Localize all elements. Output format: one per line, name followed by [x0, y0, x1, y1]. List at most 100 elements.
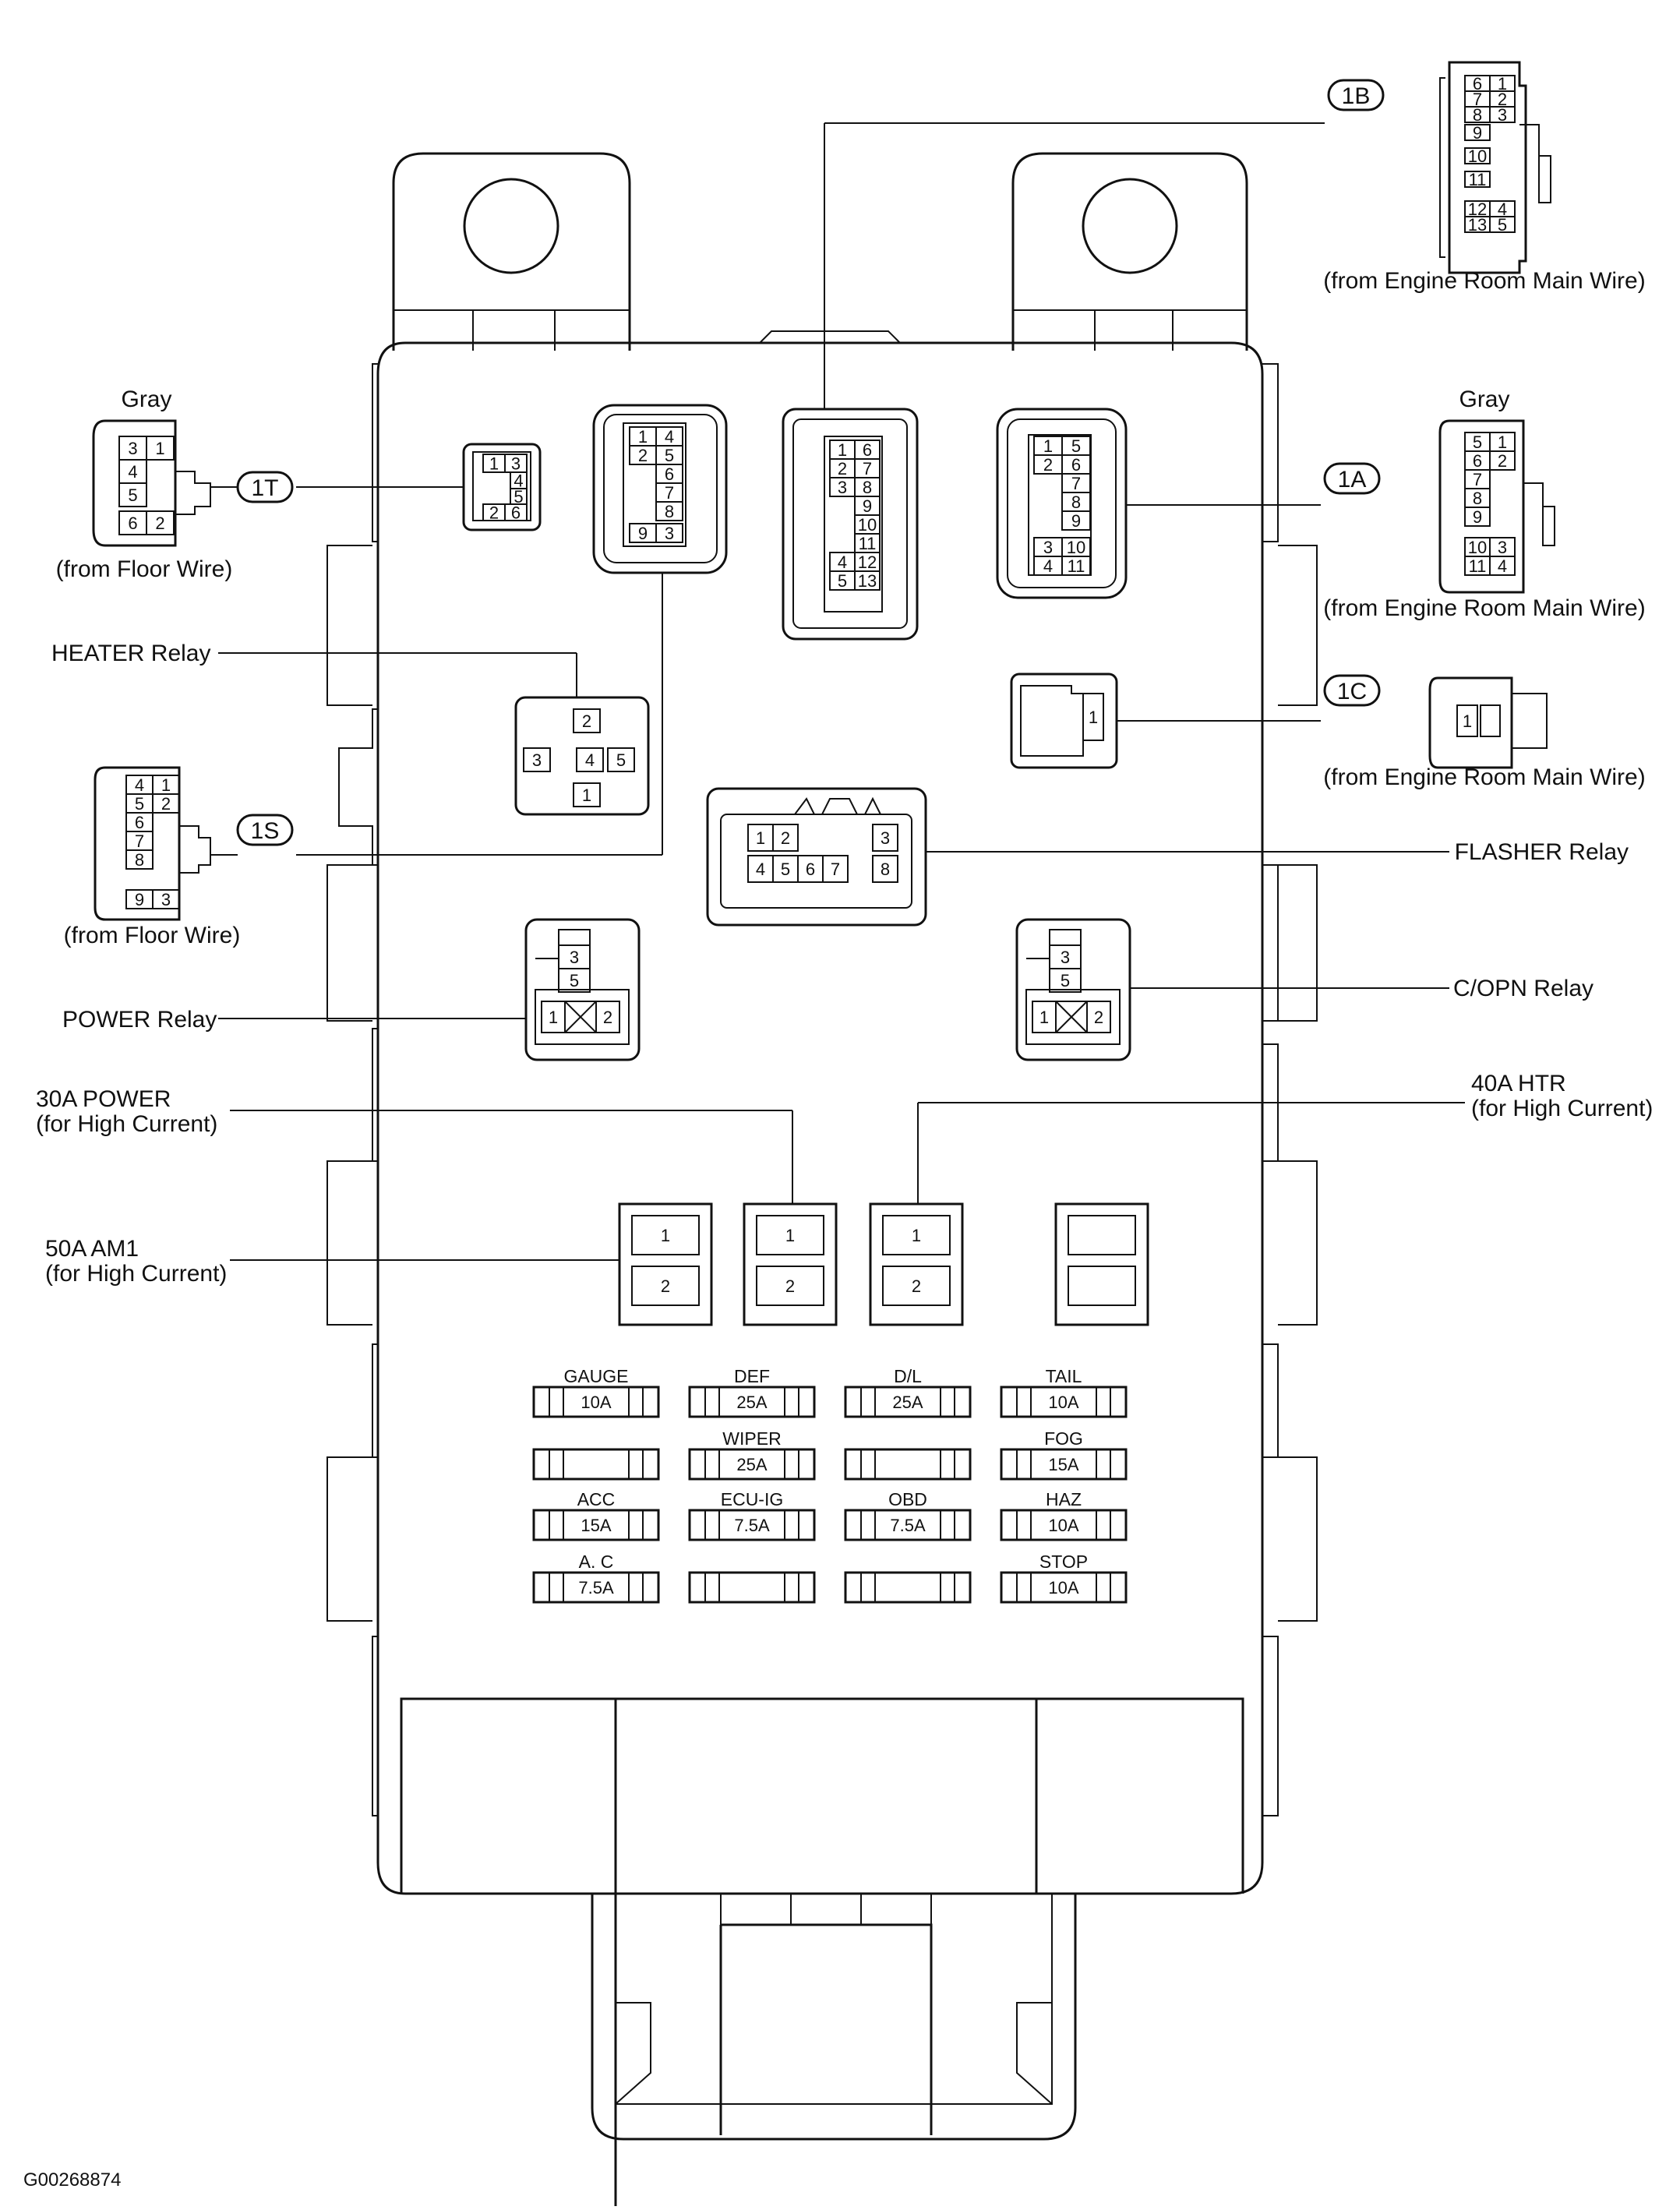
high-current-fuse-pin-cell [882, 1215, 951, 1255]
pins-power-pin: 1 [549, 1008, 558, 1027]
pins-flasher-pin: 3 [881, 828, 890, 848]
pins-1s-socket-pin: 3 [665, 524, 674, 543]
pins-1b-socket-pin: 2 [838, 459, 847, 478]
left-mounting-hole [463, 178, 559, 274]
connector-1a-source: (from Engine Room Main Wire) [1323, 595, 1645, 621]
pins-1b-plug-pin: 1 [1498, 74, 1507, 94]
fuse-name: OBD [888, 1489, 927, 1509]
pins-1b-socket-pin-cell [854, 570, 881, 591]
pins-1b-plug-pin: 8 [1473, 105, 1482, 125]
figure-code: G00268874 [23, 2169, 121, 2191]
fuse-name: D/L [894, 1366, 922, 1386]
pins-1b-plug-pin-cell [1464, 124, 1491, 141]
heater-relay-label: HEATER Relay [51, 641, 211, 666]
high-current-fuse [743, 1202, 838, 1326]
pins-heater-pin: 5 [616, 750, 626, 770]
pins-1b-socket-pin: 1 [838, 440, 847, 460]
pins-1s-socket-pin-cell [655, 501, 683, 521]
fuse-name: WIPER [722, 1428, 781, 1449]
fuse-50a-name: 50A AM1 [45, 1236, 139, 1262]
pins-1s-socket-pin: 4 [665, 427, 674, 447]
pins-flasher-pin-cell [872, 855, 898, 883]
pins-heater-pin-cell [573, 782, 601, 807]
pins-1b-socket-pin: 7 [863, 459, 872, 478]
pins-copn-base [1025, 989, 1121, 1045]
pins-1b-socket-pin: 13 [858, 571, 877, 591]
pins-power-base [535, 989, 630, 1045]
pins-1a-socket-pin: 9 [1071, 511, 1081, 531]
pins-heater-pin-cell [607, 747, 635, 772]
fuse-name: ACC [577, 1489, 616, 1509]
pins-1t-plug-pin: 1 [155, 439, 164, 458]
pins-1s-plug-pin-cell [152, 889, 180, 909]
pins-heater-pin-cell [573, 708, 601, 733]
connector-1a-id: 1A [1338, 467, 1367, 492]
pins-1c-socket-pin: 1 [1089, 708, 1098, 727]
pins-1t-plug-pin: 2 [155, 514, 164, 533]
connector-1b-id: 1B [1342, 83, 1371, 109]
fuse-rating: 10A [1048, 1578, 1078, 1597]
pins-flasher-pin: 5 [781, 860, 790, 879]
leader-lines [210, 122, 1465, 1261]
fuse-rating: 15A [1048, 1455, 1078, 1474]
pins-flasher-pin: 8 [881, 860, 890, 879]
pins-1s-socket-pin: 9 [638, 524, 648, 543]
connector-1t-id: 1T [251, 475, 278, 501]
high-current-fuse-pin: 2 [661, 1276, 670, 1296]
fuse-rating: 10A [1048, 1393, 1078, 1412]
fuse-rating: 7.5A [578, 1578, 614, 1597]
high-current-fuse-pin: 1 [785, 1226, 795, 1245]
connector-1t-color: Gray [121, 387, 171, 412]
fuse-slot [844, 1571, 972, 1604]
fuse-slot [844, 1509, 972, 1541]
pins-1b-plug-pin-cell [1489, 106, 1516, 123]
pins-power-pin: 5 [570, 971, 579, 990]
pins-1a-plug-pin: 9 [1473, 507, 1482, 527]
pins-1a-plug-pin-cell [1489, 450, 1516, 471]
pins-flasher-pin: 4 [756, 860, 765, 879]
high-current-fuse-pin: 2 [785, 1276, 795, 1296]
pins-1a-plug-pin: 2 [1498, 451, 1507, 471]
high-current-fuse-pin-cell [756, 1215, 824, 1255]
pins-1a-plug-pin: 3 [1498, 538, 1507, 557]
high-current-fuse-pin: 1 [661, 1226, 670, 1245]
pins-1a-socket-pin: 4 [1043, 556, 1053, 576]
pins-flasher-pin: 1 [756, 828, 765, 848]
pins-heater-pin: 1 [582, 786, 591, 805]
fuse-40a-name: 40A HTR [1471, 1071, 1566, 1096]
connector-1c-id: 1C [1337, 679, 1367, 704]
pins-1s-plug-pin: 8 [135, 850, 144, 870]
pins-heater-pin: 4 [585, 750, 595, 770]
right-mounting-hole [1082, 178, 1178, 274]
pins-heater-pin-cell [523, 747, 551, 772]
fuse-name: FOG [1044, 1428, 1083, 1449]
pins-1b-plug-pin-cell [1489, 216, 1516, 233]
connector-1s-id: 1S [251, 818, 280, 844]
pins-1b-socket-pin: 9 [863, 496, 872, 516]
pins-flasher-pin-cell [822, 855, 849, 883]
pins-flasher-pin: 7 [831, 860, 840, 879]
badge-1t: 1T [236, 471, 294, 503]
high-current-fuse [869, 1202, 964, 1326]
pins-1s-plug-pin: 4 [135, 775, 144, 795]
pins-1b-plug-pin-cell [1464, 147, 1491, 164]
pins-heater-pin: 3 [532, 750, 542, 770]
pins-1a-socket-pin: 11 [1068, 556, 1085, 576]
connector-1c-source: (from Engine Room Main Wire) [1323, 764, 1645, 790]
pins-1s-plug-pin: 6 [135, 813, 144, 832]
pins-1t-plug-pin: 4 [128, 462, 137, 482]
fuse-name: DEF [734, 1366, 770, 1386]
pins-1t-plug-pin: 3 [128, 439, 137, 458]
pins-1s-socket-pin: 1 [638, 427, 648, 447]
pins-1s-plug-pin: 9 [135, 890, 144, 909]
pins-1a-socket-pin: 5 [1071, 436, 1081, 456]
connector-1s-source: (from Floor Wire) [64, 923, 241, 948]
pins-1s-socket-pin: 6 [665, 464, 674, 484]
fuse-name: TAIL [1046, 1366, 1082, 1386]
pins-1b-plug-pin-cell [1464, 171, 1491, 188]
